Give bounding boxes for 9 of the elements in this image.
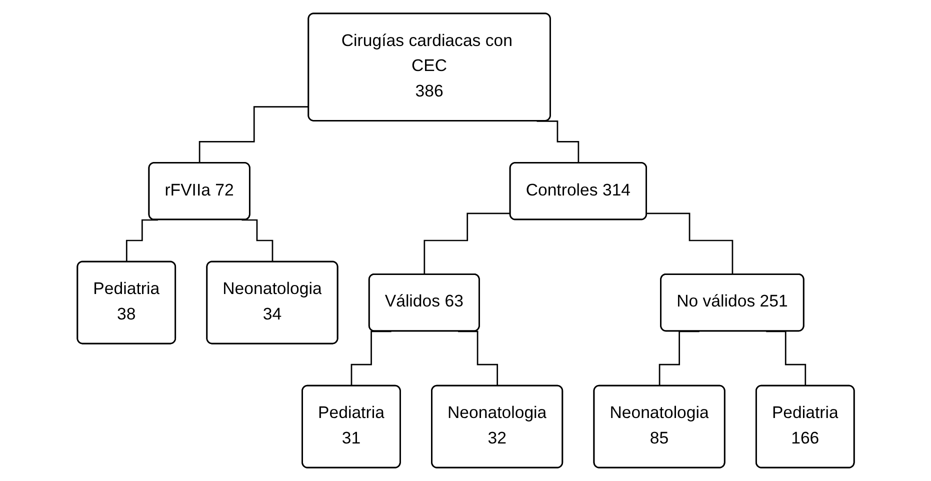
connector [646, 212, 734, 276]
connector [766, 330, 806, 387]
connector [350, 330, 392, 387]
connector [241, 219, 274, 263]
connector [126, 219, 158, 263]
connector [458, 330, 498, 387]
connector [198, 106, 309, 164]
connector [658, 330, 700, 387]
connector [423, 212, 510, 276]
